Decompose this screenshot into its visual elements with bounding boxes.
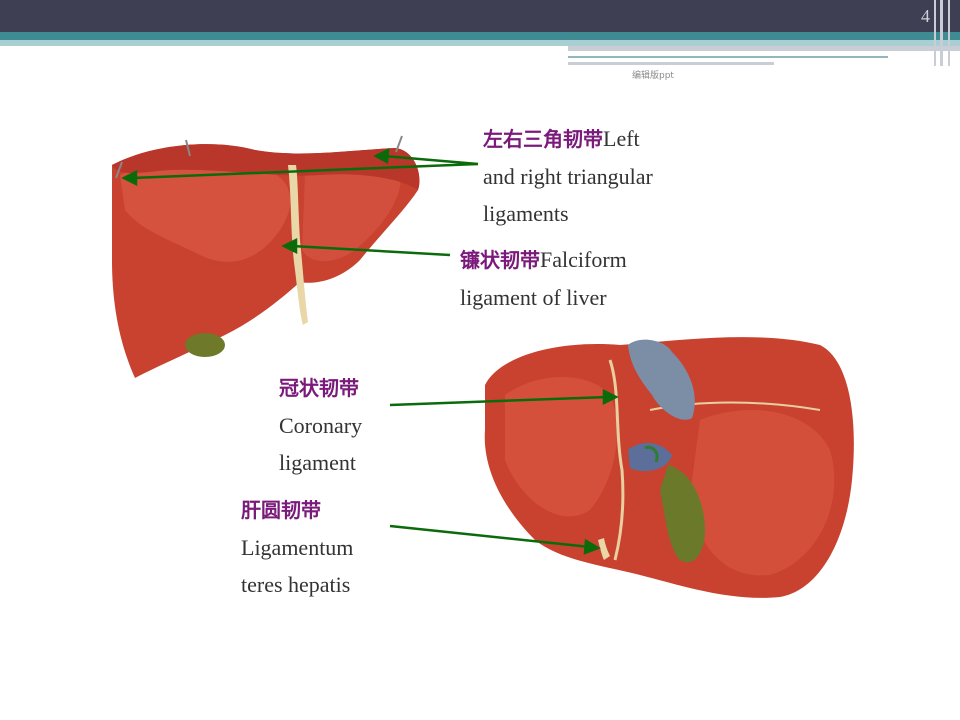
label-coronary-cn: 冠状韧带 [279, 376, 359, 400]
pointer-arrows [121, 147, 619, 555]
header-vertical-rule-3 [948, 0, 950, 66]
label-falciform-cn: 镰状韧带 [460, 248, 540, 272]
label-ligamentum-teres: 肝圆韧带 Ligamentum teres hepatis [241, 491, 353, 603]
header-stripe-short [568, 62, 774, 65]
watermark: 编辑版ppt [632, 71, 674, 81]
page-number: 4 [921, 6, 930, 26]
label-coronary-en-2: ligament [279, 450, 356, 475]
label-coronary-en-1: Coronary [279, 413, 363, 438]
label-triangular-cn: 左右三角韧带 [483, 127, 603, 151]
header-bar [0, 0, 960, 32]
label-triangular-en-2: and right triangular [483, 164, 653, 189]
liver-anterior-illustration [112, 135, 420, 378]
label-coronary-ligament: 冠状韧带 Coronary ligament [279, 369, 362, 481]
label-falciform-en-1: Falciform [540, 247, 627, 272]
label-teres-en-1: Ligamentum [241, 535, 354, 560]
header-vertical-rule-2 [940, 0, 943, 66]
label-triangular-ligaments: 左右三角韧带Left and right triangular ligament… [483, 120, 653, 232]
header-stripe-grey [568, 46, 960, 51]
label-teres-cn: 肝圆韧带 [241, 498, 321, 522]
header-stripe-light [0, 40, 960, 46]
header-vertical-rule-1 [934, 0, 936, 66]
label-triangular-en-3: ligaments [483, 201, 569, 226]
label-falciform-en-2: ligament of liver [460, 285, 607, 310]
liver-visceral-illustration [484, 337, 854, 598]
label-teres-en-2: teres hepatis [241, 572, 351, 597]
label-falciform-ligament: 镰状韧带Falciform ligament of liver [460, 241, 627, 316]
header-stripe-thin [568, 56, 888, 58]
label-triangular-en-1: Left [603, 126, 640, 151]
header-stripe-teal [0, 32, 960, 40]
